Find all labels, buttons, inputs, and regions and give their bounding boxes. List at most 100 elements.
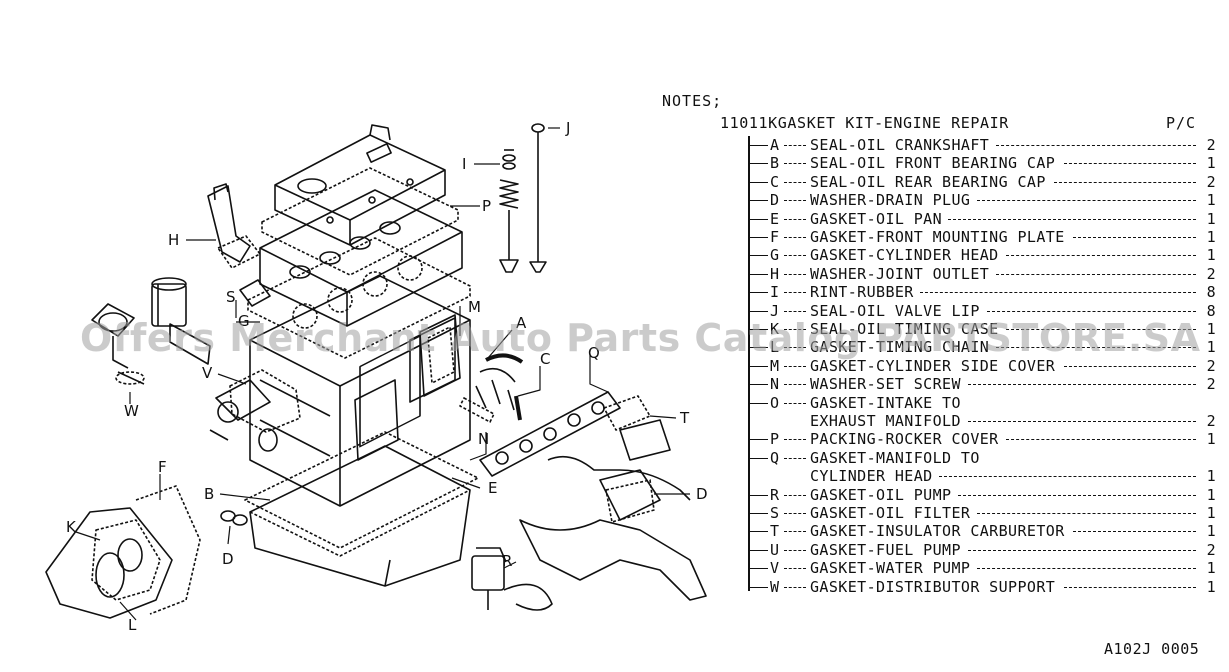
parts-tree-line: [748, 136, 750, 591]
leader-dashes: [977, 200, 1196, 202]
tree-tick: [748, 402, 768, 404]
tree-tick: [748, 457, 768, 459]
part-code: U: [770, 540, 780, 559]
part-quantity: 2: [1206, 375, 1216, 394]
part-description: GASKET-OIL PUMP: [810, 485, 952, 504]
code-dash: [784, 163, 806, 165]
code-dash: [784, 513, 806, 514]
leader-dashes: [967, 384, 1196, 386]
part-code: N: [770, 375, 780, 394]
part-description: SEAL-OIL VALVE LIP: [810, 301, 980, 320]
part-quantity: 2: [1206, 540, 1216, 559]
part-quantity: 8: [1206, 283, 1216, 302]
code-dash: [784, 365, 806, 367]
leader-dashes: [1063, 365, 1196, 367]
callout-c: C: [540, 350, 551, 368]
parts-list-item: W GASKET-DISTRIBUTOR SUPPORT 1: [748, 578, 1218, 596]
tree-tick: [748, 163, 768, 165]
figure-code: A102J 0005: [1104, 640, 1200, 658]
code-dash: [784, 292, 806, 294]
leader-dashes: [1054, 181, 1196, 183]
callout-d-manifold: D: [696, 485, 708, 503]
tree-tick: [748, 145, 768, 146]
part-description: GASKET-FUEL PUMP: [810, 540, 961, 559]
part-quantity: 1: [1206, 320, 1216, 338]
tree-tick: [748, 439, 768, 441]
callout-i: I: [462, 155, 467, 173]
part-code: H: [770, 264, 780, 283]
leader-dashes: [986, 310, 1196, 312]
tree-tick: [748, 568, 768, 570]
part-quantity: 8: [1206, 301, 1216, 320]
part-quantity: 2: [1206, 412, 1216, 430]
parts-list-item: U GASKET-FUEL PUMP 2: [748, 541, 1218, 559]
part-code: W: [770, 577, 780, 596]
code-dash: [784, 568, 806, 570]
leader-dashes: [1063, 163, 1196, 165]
kit-header: 11011KGASKET KIT-ENGINE REPAIR: [720, 114, 1009, 132]
code-dash: [784, 586, 806, 588]
code-dash: [784, 494, 806, 496]
qty-header: P/C: [1166, 114, 1197, 132]
callout-m: M: [468, 298, 481, 316]
tree-tick: [748, 181, 768, 183]
part-quantity: 1: [1206, 191, 1216, 210]
rocker-cover: [274, 124, 446, 246]
leader-dashes: [1073, 531, 1196, 533]
code-dash: [784, 347, 806, 349]
part-code: P: [770, 430, 780, 449]
code-dash: [784, 549, 806, 551]
leader-dashes: [938, 476, 1196, 478]
tree-tick: [748, 310, 768, 312]
code-dash: [784, 310, 806, 312]
drain-plug: [220, 510, 248, 526]
code-dash: [784, 273, 806, 275]
part-quantity: 2: [1206, 172, 1216, 191]
part-code: G: [770, 246, 780, 265]
part-code: S: [770, 504, 780, 522]
callout-g: G: [238, 312, 250, 330]
callout-k: K: [66, 518, 76, 536]
leader-dashes: [958, 494, 1196, 496]
part-description: GASKET-DISTRIBUTOR SUPPORT: [810, 577, 1056, 596]
code-dash: [784, 145, 806, 146]
part-code: D: [770, 191, 780, 210]
part-description: GASKET-CYLINDER SIDE COVER: [810, 356, 1056, 375]
part-code: I: [770, 283, 780, 302]
part-quantity: 1: [1206, 430, 1216, 449]
tree-tick: [748, 347, 768, 349]
leader-dashes: [996, 347, 1196, 349]
part-quantity: 2: [1206, 136, 1216, 154]
callout-j: J: [566, 119, 571, 137]
code-dash: [784, 457, 806, 459]
part-quantity: 1: [1206, 338, 1216, 357]
part-description: PACKING-ROCKER COVER: [810, 430, 999, 449]
callout-w: W: [124, 402, 139, 420]
part-description: GASKET-WATER PUMP: [810, 559, 971, 578]
part-description: WASHER-SET SCREW: [810, 375, 961, 394]
tree-tick: [748, 329, 768, 330]
tree-tick: [748, 365, 768, 367]
callout-s: S: [226, 288, 236, 306]
tree-tick: [748, 237, 768, 238]
leader-dashes: [967, 549, 1196, 551]
part-description: SEAL-OIL FRONT BEARING CAP: [810, 154, 1056, 173]
leader-dashes: [977, 568, 1196, 570]
leader-dashes: [967, 421, 1196, 422]
leader-dashes: [919, 292, 1196, 294]
oil-pan-gasket: [244, 431, 479, 549]
part-quantity: 1: [1206, 577, 1216, 596]
part-description: RINT-RUBBER: [810, 283, 914, 302]
part-code: A: [770, 136, 780, 154]
